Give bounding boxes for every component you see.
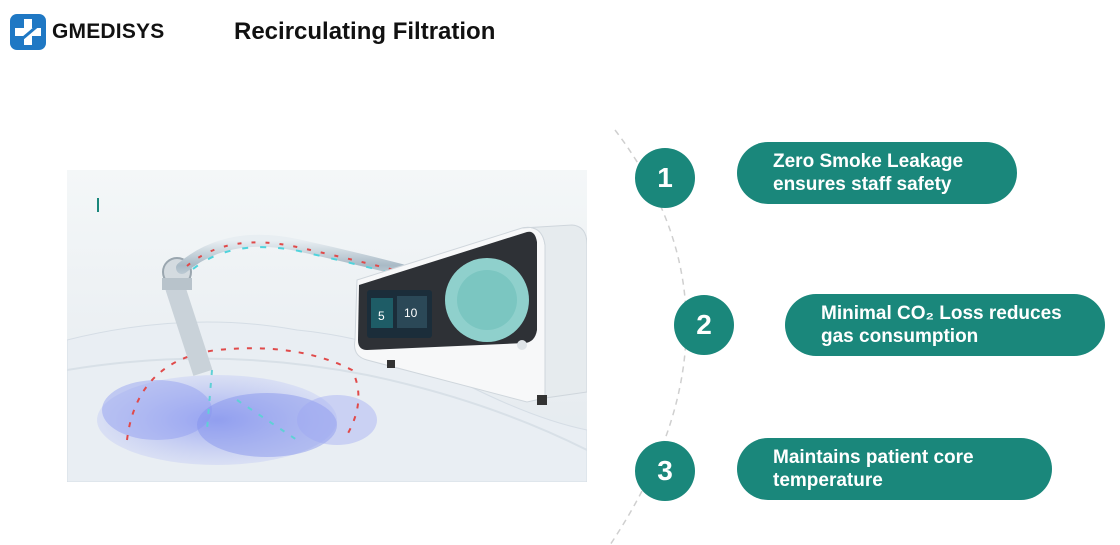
feature-pill-3: Maintains patient core temperature (737, 438, 1052, 500)
device-screen-left-value: 5 (378, 309, 385, 323)
feature-number-1: 1 (635, 148, 695, 208)
feature-3-line1: Maintains patient core (773, 447, 974, 468)
feature-2-line1: Minimal CO₂ Loss reduces (821, 303, 1062, 324)
brand-name: GMEDISYS (52, 20, 165, 43)
brand-logo: GMEDISYS (10, 14, 164, 50)
device-illustration: 5 10 (67, 170, 587, 482)
feature-pill-2: Minimal CO₂ Loss reduces gas consumption (785, 294, 1105, 356)
feature-number-3: 3 (635, 441, 695, 501)
feature-3-line2: temperature (773, 470, 883, 491)
slide-title: Recirculating Filtration (234, 18, 496, 45)
feature-2-line2: gas consumption (821, 326, 979, 347)
feature-pill-1: Zero Smoke Leakage ensures staff safety (737, 142, 1017, 204)
medical-cross-logo-icon (10, 14, 46, 50)
feature-1-line1: Zero Smoke Leakage (773, 151, 964, 172)
feature-1-line2: ensures staff safety (773, 174, 952, 195)
feature-number-2: 2 (674, 295, 734, 355)
device-screen-right-value: 10 (404, 306, 418, 320)
